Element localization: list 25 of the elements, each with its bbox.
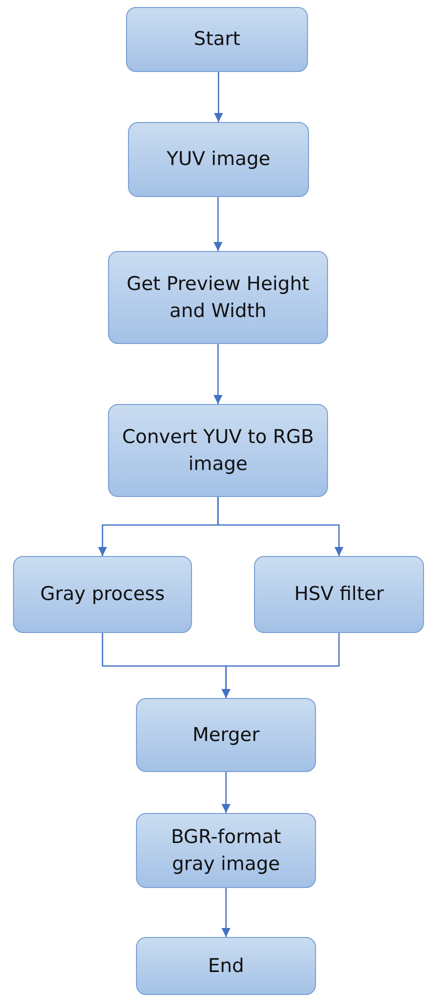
process-box (13, 556, 192, 633)
process-box (128, 122, 309, 197)
arrow (222, 772, 230, 813)
node-label: End (206, 954, 246, 979)
node-label: Gray process (39, 582, 166, 608)
process-box (126, 7, 308, 72)
node-label: Convert YUV to RGB image (121, 424, 315, 476)
node-label: Merger (191, 722, 261, 748)
node-label: Start (192, 27, 242, 52)
node-label: BGR-format gray image (170, 824, 282, 876)
arrow (222, 633, 340, 698)
node-label: YUV image (166, 147, 272, 172)
process-box (254, 556, 424, 633)
arrow (214, 197, 222, 251)
process-box (136, 698, 316, 772)
arrow (214, 72, 223, 122)
node-label: HSV filter (293, 582, 385, 608)
process-box (108, 251, 328, 344)
process-box (136, 813, 316, 888)
node-label: Get Preview Height and Width (126, 272, 310, 324)
arrow (217, 497, 344, 556)
arrow (222, 888, 230, 937)
arrow (214, 344, 222, 404)
process-box (108, 404, 328, 497)
process-box (136, 937, 316, 995)
